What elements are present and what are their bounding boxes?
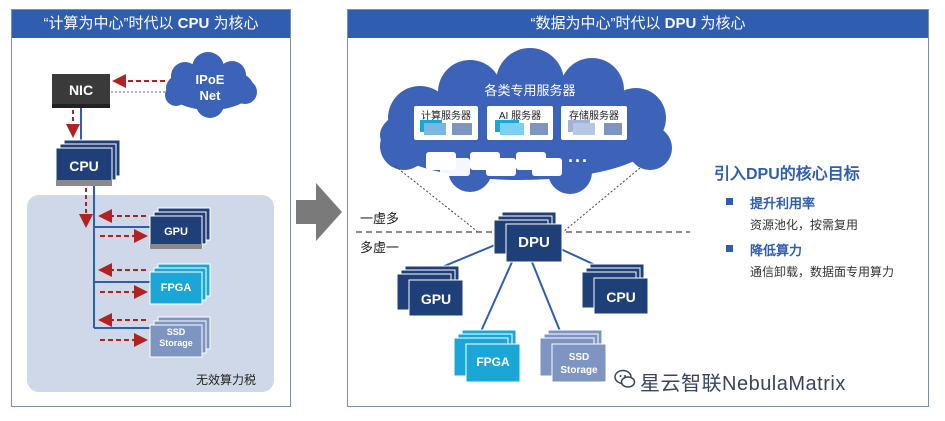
right-title-bold: DPU bbox=[664, 15, 697, 32]
right-gpu-label: GPU bbox=[420, 291, 452, 307]
one-virtual-many-label: 一虚多 bbox=[360, 211, 400, 226]
right-fpga-label: FPGA bbox=[476, 355, 510, 369]
right-ssd-label-line2: Storage bbox=[560, 365, 598, 376]
server-card-ai bbox=[487, 106, 553, 140]
dpu-label: DPU bbox=[518, 234, 550, 251]
nic-box bbox=[52, 74, 110, 108]
right-fpga-stack bbox=[453, 329, 521, 383]
right-gpu-stack bbox=[396, 265, 464, 317]
dpu-stack bbox=[493, 211, 563, 263]
left-ssd-stack bbox=[149, 316, 211, 358]
nic-label: NIC bbox=[68, 82, 94, 98]
funnel-right bbox=[562, 167, 641, 233]
cloud-title: 各类专用服务器 bbox=[484, 83, 576, 98]
server-card-storage bbox=[561, 106, 627, 140]
right-title-prefix: “数据为中心”时代以 bbox=[530, 15, 665, 32]
server-ai-label: AI 服务器 bbox=[498, 111, 542, 122]
ipoe-cloud bbox=[165, 52, 257, 118]
goal-bullet-2 bbox=[726, 245, 733, 252]
funnel-left bbox=[394, 165, 479, 233]
left-title-suffix: 为核心 bbox=[209, 15, 259, 32]
right-ssd-label-line1: SSD bbox=[568, 352, 590, 363]
tax-label: 无效算力税 bbox=[196, 373, 257, 387]
ipoe-label-line2: Net bbox=[199, 88, 221, 103]
left-title-bold: CPU bbox=[177, 15, 210, 32]
left-title-prefix: “计算为中心”时代以 bbox=[43, 15, 178, 32]
transition-arrow-icon bbox=[296, 183, 342, 241]
server-compute-label: 计算服务器 bbox=[421, 111, 471, 122]
watermark-text: 星云智联NebulaMatrix bbox=[640, 373, 846, 395]
goals-title: 引入DPU的核心目标 bbox=[714, 166, 860, 183]
server-card-compute bbox=[414, 106, 478, 140]
right-title-suffix: 为核心 bbox=[696, 15, 746, 32]
left-panel-title: “计算为中心”时代以 CPU 为核心 bbox=[12, 10, 290, 38]
right-cpu-stack bbox=[581, 263, 649, 315]
more-servers-ellipsis: ... bbox=[568, 146, 590, 166]
right-panel-title: “数据为中心”时代以 DPU 为核心 bbox=[348, 10, 928, 38]
resource-boxes bbox=[426, 152, 562, 176]
right-cpu-label: CPU bbox=[606, 289, 636, 305]
left-cpu-stack bbox=[55, 139, 121, 186]
wechat-icon bbox=[614, 369, 636, 388]
ipoe-label-line1: IPoE bbox=[195, 72, 225, 87]
goal-bullet-1 bbox=[726, 198, 733, 205]
goal-desc-1: 资源池化，按需复用 bbox=[750, 218, 859, 232]
left-gpu-label: GPU bbox=[164, 226, 188, 238]
left-ssd-label-line1: SSD bbox=[166, 327, 186, 337]
right-ssd-stack bbox=[539, 329, 607, 383]
left-cpu-label: CPU bbox=[69, 158, 99, 174]
server-storage-label: 存储服务器 bbox=[569, 111, 619, 122]
many-virtual-one-label: 多虚一 bbox=[360, 240, 400, 255]
left-ssd-label-line2: Storage bbox=[159, 338, 193, 348]
left-fpga-stack bbox=[149, 263, 211, 305]
left-fpga-label: FPGA bbox=[160, 282, 192, 294]
left-gpu-stack bbox=[149, 207, 211, 249]
goal-desc-2: 通信卸载，数据面专用算力 bbox=[750, 265, 895, 279]
goal-label-1: 提升利用率 bbox=[750, 196, 816, 211]
goal-label-2: 降低算力 bbox=[750, 243, 803, 258]
